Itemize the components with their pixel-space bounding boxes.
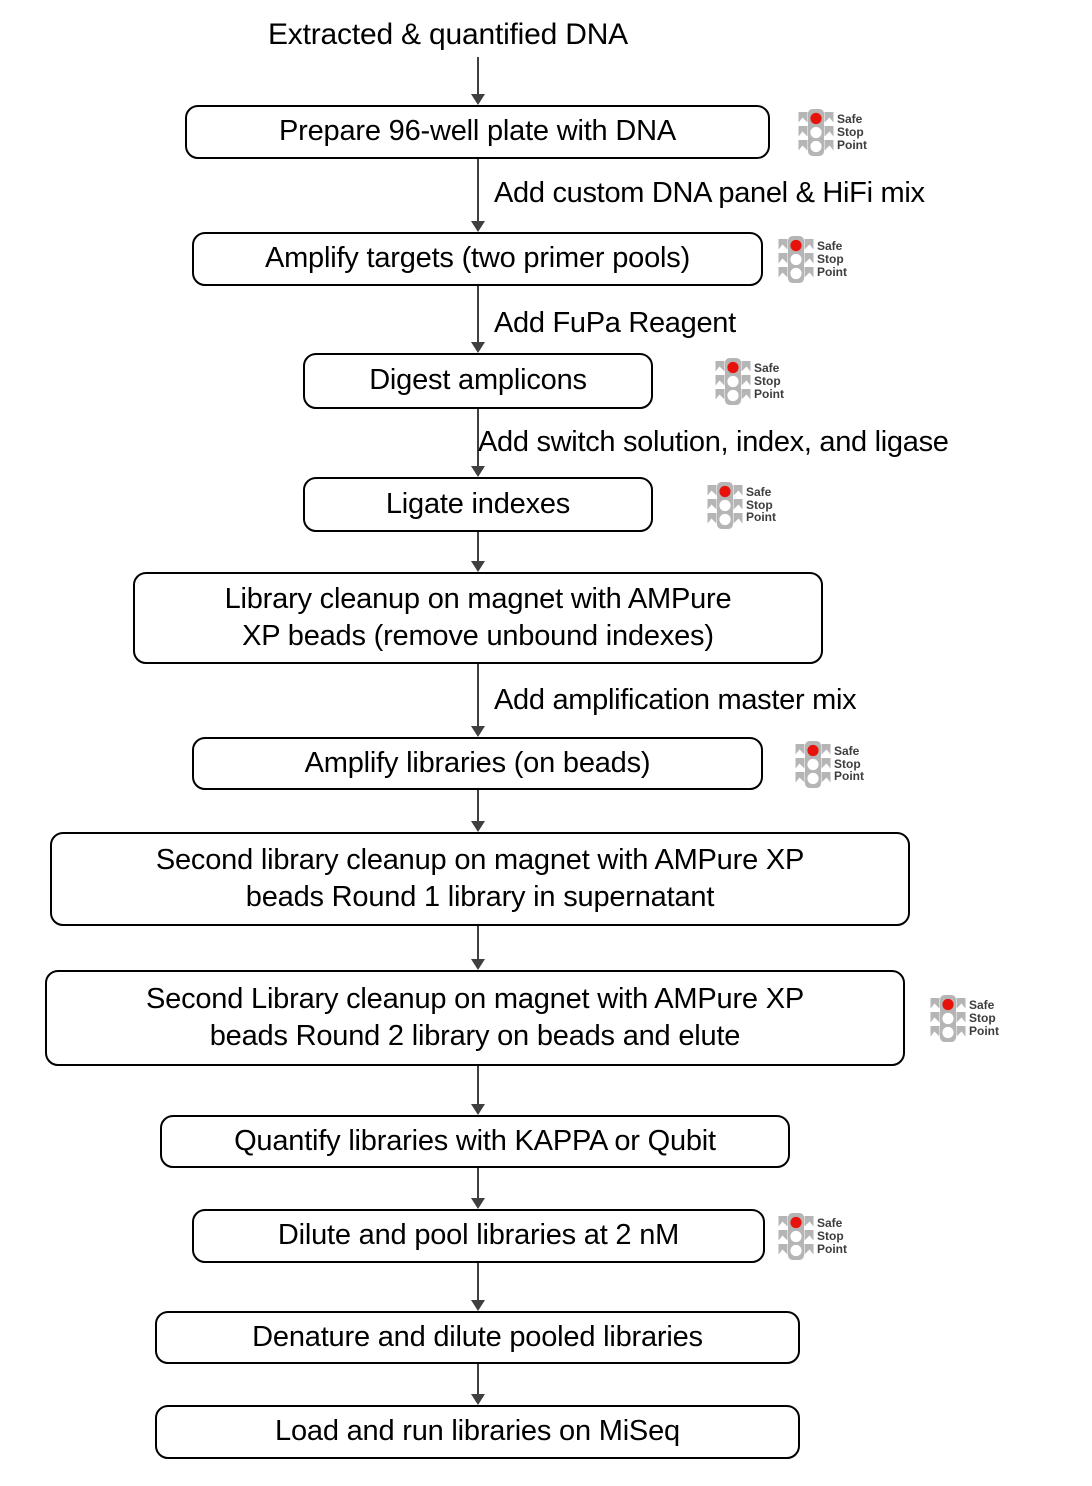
flow-arrow — [471, 57, 485, 105]
process-node-n2[interactable]: Amplify targets (two primer pools) — [192, 232, 763, 286]
edge-label-e4: Add amplification master mix — [494, 684, 857, 716]
process-node-n5[interactable]: Library cleanup on magnet with AMPure XP … — [133, 572, 823, 664]
flow-arrow — [471, 664, 485, 737]
process-node-line: Load and run libraries on MiSeq — [275, 1415, 680, 1448]
process-node-line: Digest amplicons — [369, 364, 587, 397]
traffic-light-icon — [707, 481, 743, 529]
flow-arrow — [471, 532, 485, 572]
process-node-line: Quantify libraries with KAPPA or Qubit — [234, 1124, 716, 1157]
process-node-line: XP beads (remove unbound indexes) — [242, 620, 714, 652]
process-node-n1[interactable]: Prepare 96-well plate with DNA — [185, 105, 770, 159]
safe-stop-point-line-2: Stop — [817, 1229, 844, 1244]
safe-stop-point-line-2: Stop — [969, 1011, 996, 1026]
flow-arrow — [471, 159, 485, 232]
process-node-label: Second library cleanup on magnet with AM… — [155, 842, 805, 916]
traffic-light-icon — [930, 995, 966, 1042]
flow-arrow — [471, 790, 485, 832]
safe-stop-point-line-2: Stop — [834, 756, 861, 771]
safe-stop-point-line-1: Safe — [746, 484, 772, 499]
edge-label-e1: Add custom DNA panel & HiFi mix — [494, 177, 925, 209]
traffic-light-icon — [798, 109, 834, 156]
safe-stop-point-line-1: Safe — [817, 1216, 843, 1231]
process-node-line: Amplify libraries (on beads) — [304, 746, 651, 779]
process-node-label: Library cleanup on magnet with AMPure XP … — [225, 581, 732, 655]
process-node-line: Ligate indexes — [385, 487, 571, 520]
safe-stop-point-line-3: Point — [837, 137, 867, 152]
safe-stop-point-line-1: Safe — [834, 743, 860, 758]
safe-stop-point-line-3: Point — [746, 510, 776, 525]
process-node-n12[interactable]: Load and run libraries on MiSeq — [155, 1405, 800, 1459]
process-node-line: beads Round 1 library in supernatant — [245, 881, 715, 913]
process-node-label: Prepare 96-well plate with DNA — [279, 113, 676, 150]
safe-stop-point-line-3: Point — [754, 386, 784, 401]
process-node-line: Amplify targets (two primer pools) — [264, 242, 691, 275]
process-node-n8[interactable]: Second Library cleanup on magnet with AM… — [45, 970, 905, 1066]
safe-stop-point-line-2: Stop — [754, 374, 781, 389]
process-node-label: Denature and dilute pooled libraries — [252, 1319, 703, 1356]
traffic-light-icon — [715, 358, 751, 405]
process-node-label: Second Library cleanup on magnet with AM… — [146, 981, 804, 1055]
process-node-label: Quantify libraries with KAPPA or Qubit — [234, 1123, 716, 1160]
process-node-n6[interactable]: Amplify libraries (on beads) — [192, 737, 763, 790]
safe-stop-point-line-3: Point — [969, 1023, 999, 1038]
process-node-line: Denature and dilute pooled libraries — [252, 1320, 703, 1353]
process-node-line: beads Round 2 library on beads and elute — [209, 1020, 741, 1052]
diagram-title: Extracted & quantified DNA — [268, 18, 628, 51]
flow-arrow — [471, 1168, 485, 1209]
process-node-n7[interactable]: Second library cleanup on magnet with AM… — [50, 832, 910, 926]
process-node-n10[interactable]: Dilute and pool libraries at 2 nM — [192, 1209, 765, 1263]
flow-arrow — [471, 1263, 485, 1311]
process-node-n9[interactable]: Quantify libraries with KAPPA or Qubit — [160, 1115, 790, 1168]
safe-stop-point-line-2: Stop — [837, 125, 864, 140]
process-node-line: Dilute and pool libraries at 2 nM — [277, 1219, 680, 1252]
safe-stop-point-line-3: Point — [817, 264, 847, 279]
safe-stop-point-line-1: Safe — [817, 239, 843, 254]
traffic-light-icon — [778, 1213, 814, 1260]
process-node-line: Library cleanup on magnet with AMPure — [224, 582, 732, 615]
process-node-label: Amplify targets (two primer pools) — [265, 240, 690, 277]
process-node-label: Load and run libraries on MiSeq — [275, 1413, 680, 1450]
process-node-label: Amplify libraries (on beads) — [305, 745, 651, 782]
process-node-n3[interactable]: Digest amplicons — [303, 353, 653, 409]
flow-arrow — [471, 286, 485, 353]
flow-arrow — [471, 1066, 485, 1115]
safe-stop-point-line-1: Safe — [837, 112, 863, 127]
process-node-line: Prepare 96-well plate with DNA — [279, 115, 676, 148]
process-node-label: Ligate indexes — [386, 486, 570, 523]
flow-arrow — [471, 926, 485, 970]
process-node-line: Second Library cleanup on magnet with AM… — [146, 982, 804, 1015]
process-node-n4[interactable]: Ligate indexes — [303, 477, 653, 532]
safe-stop-point-line-3: Point — [834, 769, 864, 784]
process-node-n11[interactable]: Denature and dilute pooled libraries — [155, 1311, 800, 1364]
safe-stop-point-line-3: Point — [817, 1241, 847, 1256]
safe-stop-point-line-1: Safe — [969, 998, 995, 1013]
safe-stop-point-line-2: Stop — [817, 252, 844, 267]
traffic-light-icon — [778, 236, 814, 283]
traffic-light-icon — [795, 740, 831, 788]
process-node-line: Second library cleanup on magnet with AM… — [155, 843, 805, 876]
process-node-label: Digest amplicons — [369, 362, 587, 399]
safe-stop-point-line-1: Safe — [754, 361, 780, 376]
process-node-label: Dilute and pool libraries at 2 nM — [278, 1217, 679, 1254]
safe-stop-point-line-2: Stop — [746, 497, 773, 512]
edge-label-e3: Add switch solution, index, and ligase — [478, 426, 949, 458]
flow-arrow — [471, 1364, 485, 1405]
edge-label-e2: Add FuPa Reagent — [494, 307, 736, 339]
